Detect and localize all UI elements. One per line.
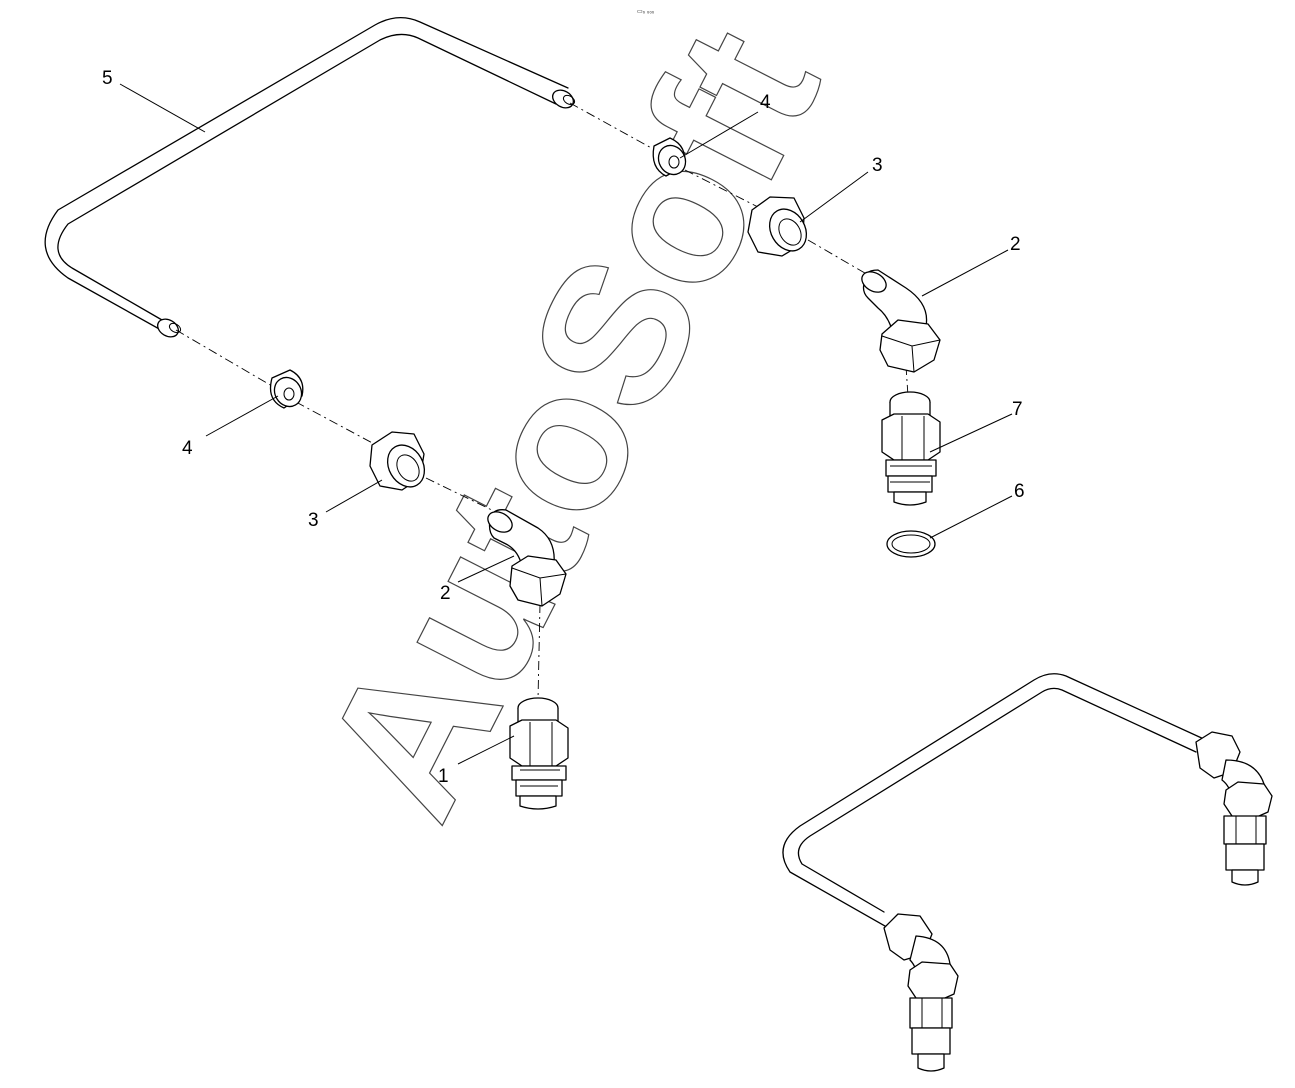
callout-3-left: 3: [308, 510, 319, 531]
callout-5: 5: [102, 68, 113, 89]
watermark: AutoSoft: [280, 0, 862, 850]
sleeve-part-4-right: [652, 137, 687, 177]
callout-4-left: 4: [182, 438, 193, 459]
elbow-part-2-left: [487, 509, 567, 607]
drawing-reference: ▭₀ ₀₀₀: [637, 9, 655, 15]
callout-7: 7: [1012, 399, 1023, 420]
assembly-centerlines: [175, 102, 909, 701]
nut-part-3-right: [747, 196, 808, 257]
assembled-view: [782, 673, 1273, 1072]
leader-lines: [119, 83, 1013, 765]
oring-part-6: [886, 530, 936, 558]
nut-part-3-left: [369, 431, 426, 491]
callout-3-right: 3: [872, 155, 883, 176]
callout-1: 1: [438, 766, 449, 787]
elbow-part-2-right: [861, 269, 941, 373]
connector-part-7: [881, 391, 941, 506]
sleeve-part-4-left: [269, 369, 304, 409]
callout-6: 6: [1014, 481, 1025, 502]
pipe-part-5: [44, 17, 576, 338]
callout-2-right: 2: [1010, 234, 1021, 255]
callout-labels: 5 4 3 2 7 6 4 3 2 1: [102, 68, 1025, 787]
callout-4-right: 4: [760, 92, 771, 113]
callout-2-left: 2: [440, 583, 451, 604]
connector-part-1: [509, 697, 569, 810]
